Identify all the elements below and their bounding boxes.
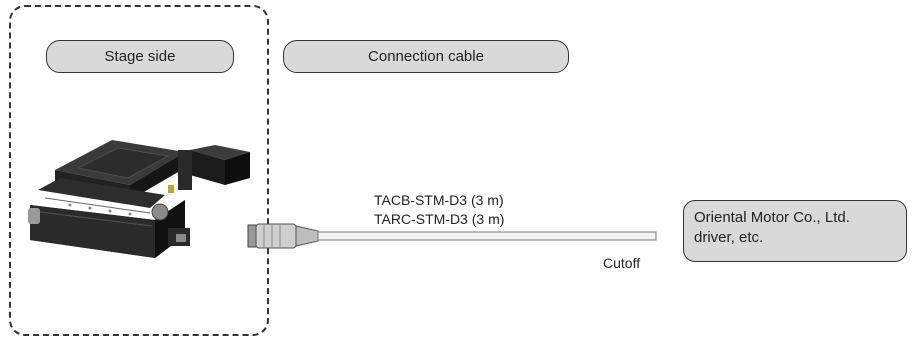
motorized-stage-image xyxy=(28,140,250,258)
stage-side-label: Stage side xyxy=(104,48,176,65)
cutoff-label: Cutoff xyxy=(603,255,641,271)
driver-line-2: driver, etc. xyxy=(694,229,764,246)
cable-model-1-label: TACB-STM-D3 (3 m) xyxy=(374,192,504,208)
stage-side-group-frame xyxy=(9,5,269,336)
cable-model-2-label: TARC-STM-D3 (3 m) xyxy=(374,211,505,227)
driver-line-1: Oriental Motor Co., Ltd. xyxy=(694,209,850,226)
connection-cable-header: Connection cable xyxy=(283,40,569,73)
connection-cable-drawing xyxy=(247,223,657,249)
stage-side-header: Stage side xyxy=(46,40,234,73)
driver-box: Oriental Motor Co., Ltd. driver, etc. xyxy=(683,200,907,262)
connection-cable-label: Connection cable xyxy=(368,48,484,65)
